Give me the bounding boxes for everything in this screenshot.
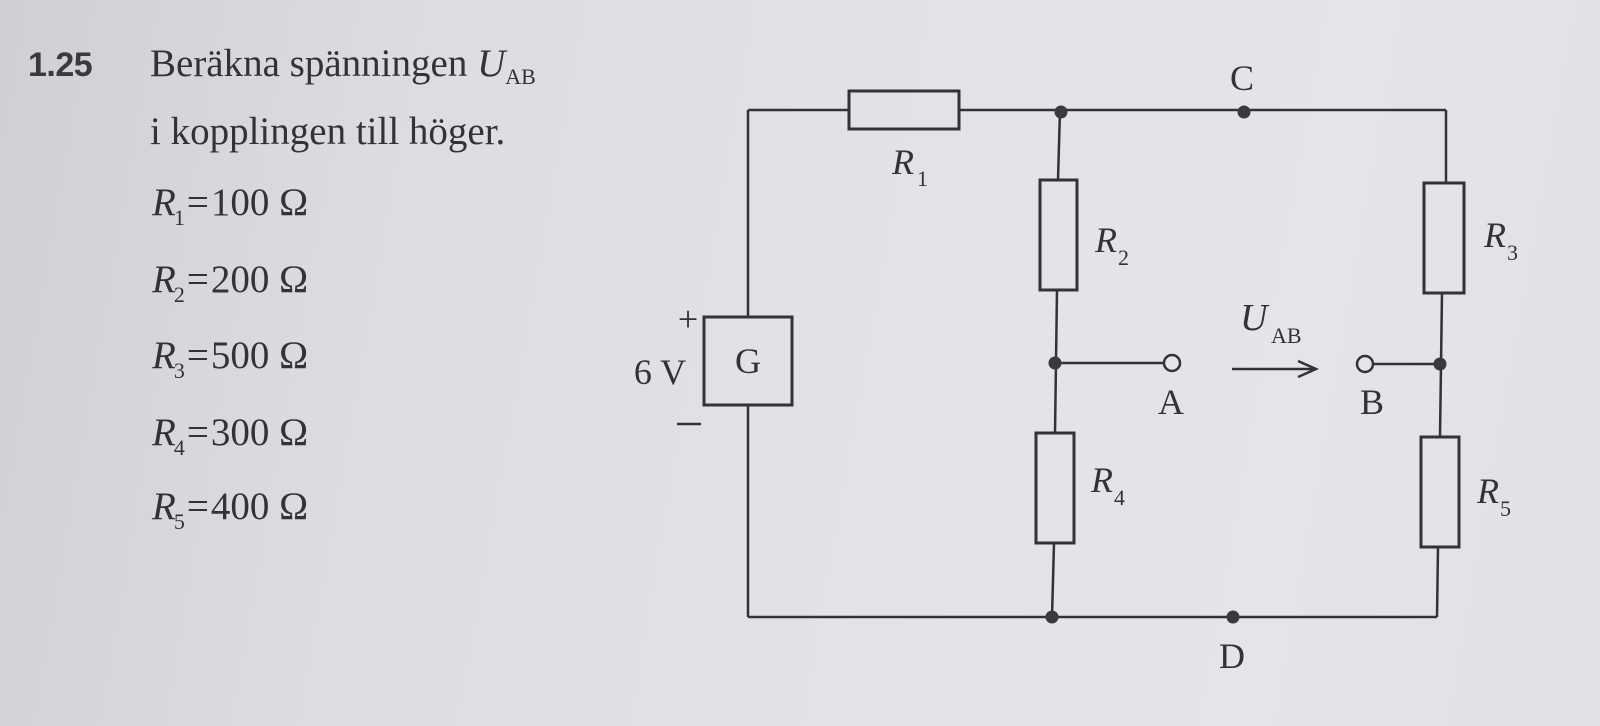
label-r5-index: 5 [1500,496,1511,521]
node-d-dot [1226,610,1240,624]
uab-subscript: AB [1271,323,1302,348]
label-r4: R 4 [1090,460,1125,510]
problem-symbol-u: U [477,42,506,85]
resistor-r5 [1419,435,1461,549]
junction-mid-left [1048,356,1062,370]
plus-sign: + [678,299,698,339]
voltage-arrow-uab [1232,359,1320,379]
junction-top-left [1054,105,1068,119]
given-r3: R3=500 Ω [152,333,308,384]
label-r2: R 2 [1094,220,1129,270]
resistor-r3 [1422,181,1466,295]
resistor-r2 [1038,178,1079,292]
wire-mid-bottom [1050,542,1056,618]
given-index: 3 [173,358,185,383]
given-symbol: R [152,181,176,224]
label-r5-symbol: R [1476,471,1499,511]
voltage-source-box [702,315,794,407]
given-equals: = [186,181,209,224]
label-r5: R 5 [1476,471,1511,521]
given-unit: Ω [279,258,309,301]
problem-text-line1: Beräkna spänningen UAB [150,41,536,90]
given-index: 2 [173,282,185,307]
label-r3-index: 3 [1507,240,1518,265]
label-r3: R 3 [1483,215,1518,265]
wires [746,108,1448,619]
given-unit: Ω [279,411,309,454]
resistor-r4 [1034,431,1076,545]
label-r2-index: 2 [1118,245,1129,270]
node-a-label: A [1158,382,1184,422]
given-symbol: R [152,485,176,528]
given-r2: R2=200 Ω [152,257,308,308]
node-d-label: D [1219,636,1245,676]
given-index: 4 [173,435,185,460]
problem-text-line2: i kopplingen till höger. [150,110,506,153]
given-value: 200 [210,258,270,301]
given-value: 400 [210,485,270,528]
problem-number: 1.25 [28,46,93,84]
junction-bottom-left [1045,610,1059,624]
given-equals: = [186,485,209,528]
given-symbol: R [152,411,176,454]
given-symbol: R [152,258,176,301]
given-value: 500 [210,334,270,377]
given-index: 5 [173,509,185,534]
node-c-dot [1237,105,1251,119]
given-unit: Ω [279,181,309,224]
given-value: 300 [210,411,270,454]
wire-right-bottom [1435,546,1440,618]
node-c-label: C [1230,58,1254,98]
label-r1-symbol: R [891,142,914,182]
terminal-a [1162,353,1182,373]
resistor-r1 [847,89,961,131]
label-r2-symbol: R [1094,220,1117,260]
given-equals: = [186,334,209,377]
given-index: 1 [173,205,185,230]
problem-symbol-subscript: AB [505,64,536,89]
given-unit: Ω [279,334,309,377]
given-r1: R1=100 Ω [152,180,308,231]
problem-text-prefix: Beräkna spänningen [150,42,478,85]
voltage-source-label: G [735,341,761,381]
given-unit: Ω [279,485,309,528]
label-r1: R 1 [891,142,928,191]
voltage-value: 6 V [634,352,686,392]
given-equals: = [186,258,209,301]
given-symbol: R [152,334,176,377]
uab-symbol: U [1240,297,1270,339]
node-b-label: B [1360,382,1384,422]
label-r4-symbol: R [1090,460,1113,500]
given-value: 100 [210,181,270,224]
label-r1-index: 1 [917,166,928,191]
given-equals: = [186,411,209,454]
given-r5: R5=400 Ω [152,484,308,535]
terminal-b [1355,354,1375,374]
arrow-head-icon [1297,359,1320,379]
junction-mid-right [1433,357,1447,371]
label-r4-index: 4 [1114,485,1125,510]
given-r4: R4=300 Ω [152,410,308,461]
label-r3-symbol: R [1483,215,1506,255]
wire-mid-top [1056,109,1062,181]
